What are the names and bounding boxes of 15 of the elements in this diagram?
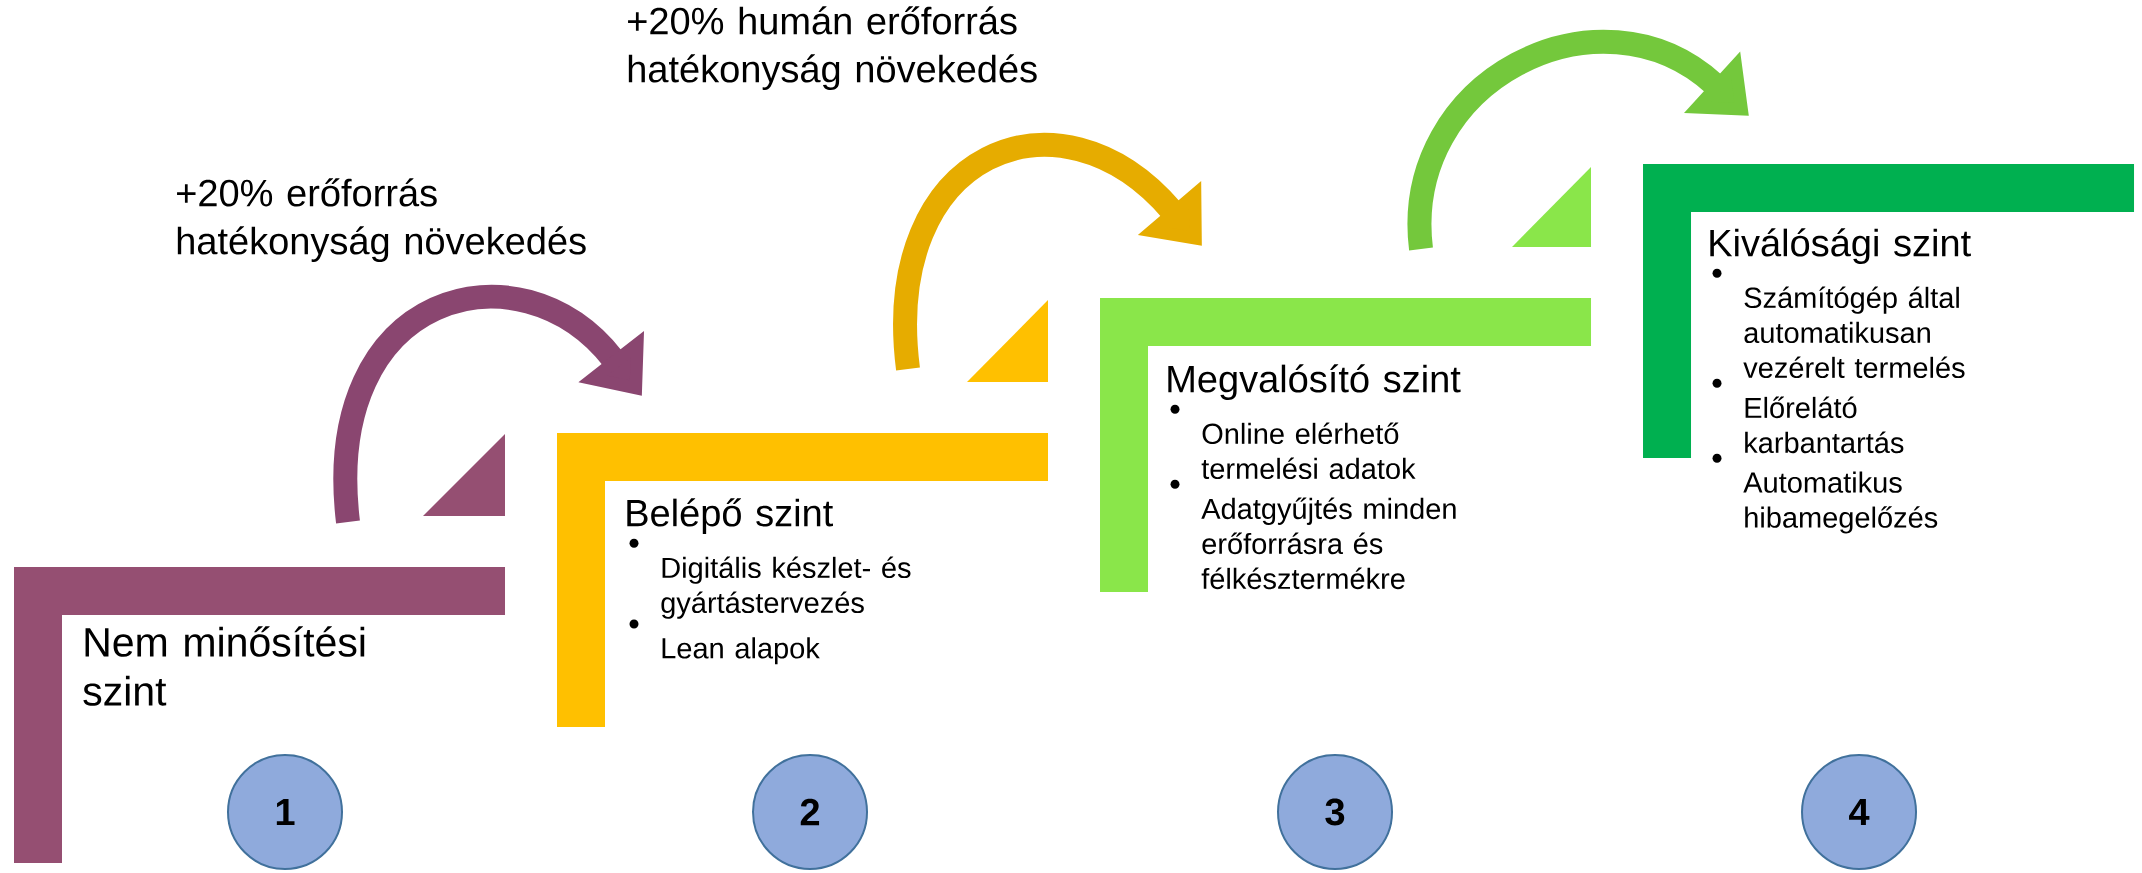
step-title: Kiválósági szint — [1710, 228, 1971, 265]
bullet-item: Automatikus hibamegelőzés — [1743, 471, 1938, 534]
step-title: Nem minősítési szint — [83, 626, 365, 706]
step-title: Megvalósító szint — [1168, 364, 1461, 401]
curved-arrow — [893, 133, 1202, 370]
bullet-item: Előrelátó karbantartás — [1745, 396, 1904, 454]
bullet-item: Számítógép által automatikusan vezérelt termelés — [1743, 286, 1965, 379]
bullet-item: Lean alapok — [662, 637, 820, 665]
edge-label: +20% erőforrás hatékonyság növekedés — [177, 178, 586, 263]
bullet-item: Adatgyűjtés minden erőforrásra és félkésztermékre — [1201, 497, 1456, 590]
bullet-item: Digitális készlet- és gyártástervezés — [661, 556, 911, 619]
step-title: Belépő szint — [627, 498, 833, 535]
curved-arrow — [333, 284, 645, 523]
edge-label: +20% humán erőforrás hatékonyság növekedés — [628, 6, 1037, 91]
bullet-item: Online elérhető termelési adatok — [1201, 422, 1416, 480]
